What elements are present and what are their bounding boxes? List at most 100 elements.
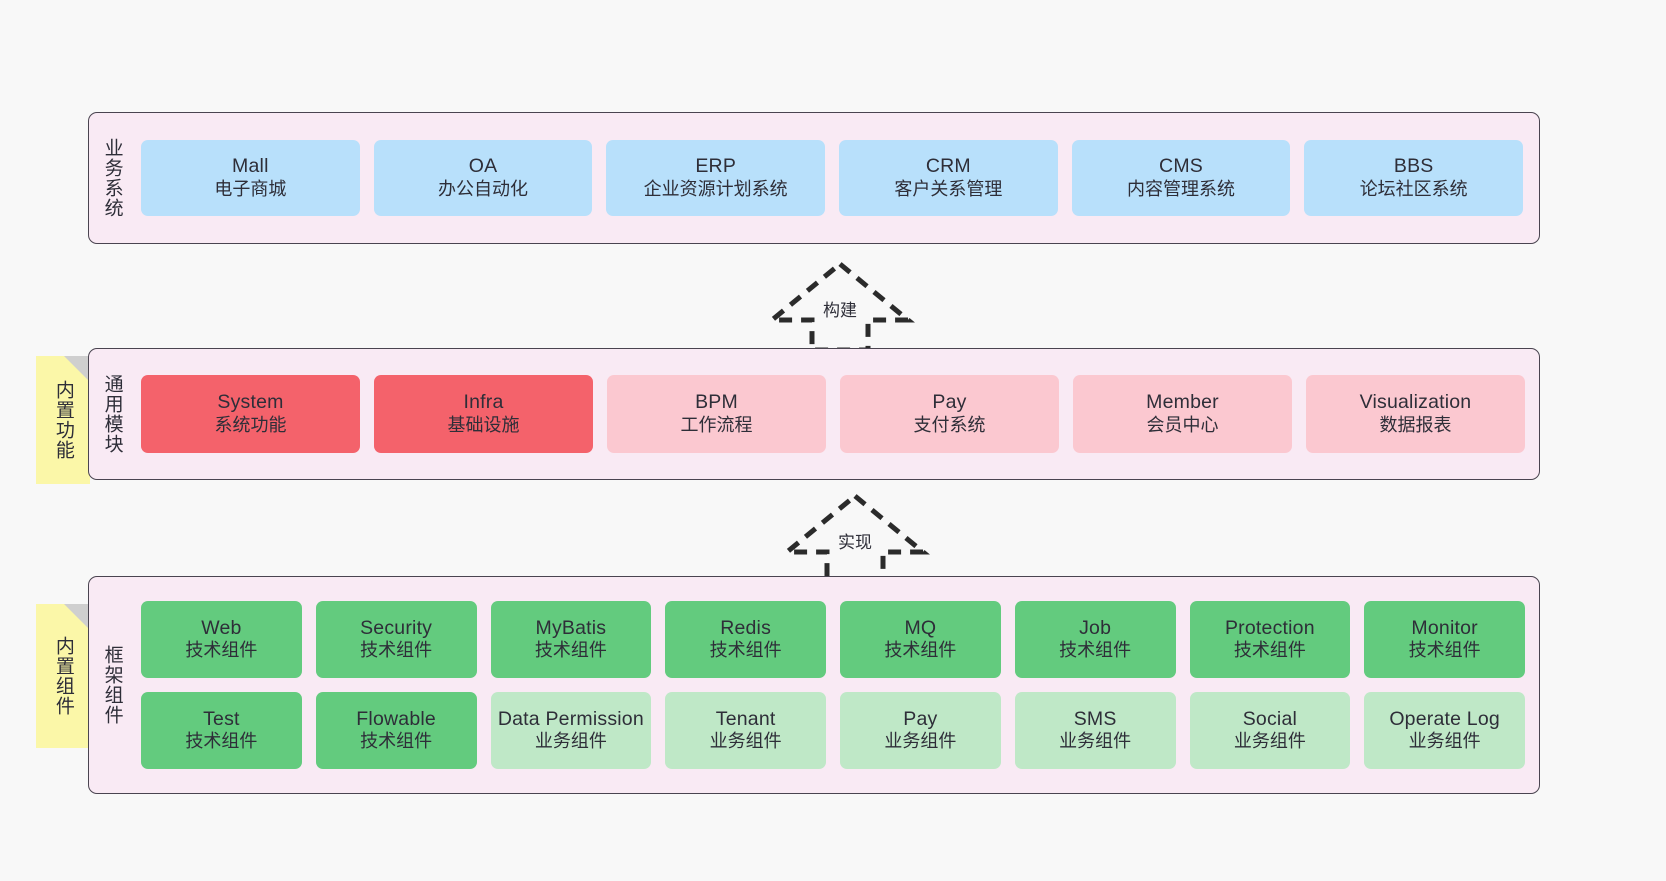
card-crm[interactable]: CRM 客户关系管理 — [839, 140, 1058, 216]
card-title-en: Mall — [232, 155, 269, 178]
card-bbs[interactable]: BBS 论坛社区系统 — [1304, 140, 1524, 216]
card-title-en: Web — [201, 616, 242, 639]
card-mq[interactable]: MQ 技术组件 — [840, 601, 1001, 678]
card-social[interactable]: Social 业务组件 — [1189, 692, 1351, 769]
card-title-cn: 技术组件 — [709, 640, 782, 661]
card-operate-log[interactable]: Operate Log 业务组件 — [1364, 692, 1525, 769]
card-title-en: CMS — [1159, 155, 1203, 178]
card-test[interactable]: Test 技术组件 — [141, 692, 302, 769]
card-title-en: Pay — [932, 391, 967, 414]
card-title-en: System — [217, 391, 284, 414]
card-job[interactable]: Job 技术组件 — [1014, 601, 1176, 678]
card-row: Mall 电子商城 OA 办公自动化 ERP 企业资源计划系统 CRM 客户关系… — [141, 140, 1524, 216]
card-title-cn: 工作流程 — [680, 414, 753, 435]
card-title-en: Member — [1146, 391, 1219, 414]
card-title-en: Social — [1242, 707, 1298, 730]
layer-title-common-module: 通用模块 — [101, 374, 123, 454]
card-title-en: Tenant — [715, 707, 776, 730]
card-title-cn: 会员中心 — [1146, 414, 1219, 435]
card-title-cn: 论坛社区系统 — [1359, 178, 1468, 199]
card-flowable[interactable]: Flowable 技术组件 — [315, 692, 477, 769]
card-title-en: MQ — [904, 616, 937, 639]
card-cms[interactable]: CMS 内容管理系统 — [1071, 140, 1291, 216]
card-erp[interactable]: ERP 企业资源计划系统 — [606, 140, 826, 216]
card-row: Web 技术组件 Security 技术组件 MyBatis 技术组件 Redi… — [141, 601, 1525, 678]
layer-body-business-system: Mall 电子商城 OA 办公自动化 ERP 企业资源计划系统 CRM 客户关系… — [135, 113, 1539, 243]
connector-build-arrow: 构建 — [760, 258, 920, 352]
card-title-en: Test — [203, 707, 240, 730]
card-row: System 系统功能 Infra 基础设施 BPM 工作流程 Pay 支付系统… — [141, 375, 1525, 453]
card-pay-module[interactable]: Pay 支付系统 — [840, 375, 1059, 453]
layer-title-framework-component: 框架组件 — [101, 645, 123, 725]
card-title-cn: 技术组件 — [360, 731, 433, 752]
card-title-en: ERP — [695, 155, 737, 178]
note-label: 内置功能 — [52, 380, 74, 460]
card-title-cn: 办公自动化 — [438, 178, 528, 199]
card-member[interactable]: Member 会员中心 — [1073, 375, 1292, 453]
card-title-cn: 技术组件 — [1233, 640, 1306, 661]
card-title-en: MyBatis — [535, 616, 607, 639]
card-title-en: OA — [468, 155, 498, 178]
card-title-cn: 业务组件 — [534, 731, 607, 752]
card-title-cn: 数据报表 — [1379, 414, 1452, 435]
card-title-cn: 系统功能 — [214, 414, 287, 435]
card-title-en: BPM — [695, 391, 738, 414]
card-bpm[interactable]: BPM 工作流程 — [607, 375, 826, 453]
card-title-en: Infra — [463, 391, 504, 414]
card-title-en: Protection — [1224, 616, 1315, 639]
card-security[interactable]: Security 技术组件 — [315, 601, 477, 678]
layer-framework-component: 框架组件 Web 技术组件 Security 技术组件 MyBatis 技术组件… — [88, 576, 1540, 794]
card-title-en: Job — [1079, 616, 1112, 639]
card-mall[interactable]: Mall 电子商城 — [141, 140, 360, 216]
card-monitor[interactable]: Monitor 技术组件 — [1364, 601, 1525, 678]
card-title-en: Operate Log — [1389, 707, 1500, 730]
card-title-en: Pay — [903, 707, 938, 730]
card-row: Test 技术组件 Flowable 技术组件 Data Permission … — [141, 692, 1525, 769]
card-title-en: CRM — [925, 155, 971, 178]
card-title-cn: 企业资源计划系统 — [643, 178, 788, 199]
card-title-cn: 技术组件 — [1408, 640, 1481, 661]
connector-implement-arrow: 实现 — [775, 490, 935, 584]
card-title-cn: 技术组件 — [360, 640, 433, 661]
card-title-cn: 技术组件 — [884, 640, 957, 661]
card-title-cn: 业务组件 — [709, 731, 782, 752]
card-title-en: SMS — [1073, 707, 1117, 730]
note-fold-corner-icon — [64, 356, 90, 382]
card-title-cn: 技术组件 — [1059, 640, 1132, 661]
card-title-cn: 业务组件 — [1059, 731, 1132, 752]
card-title-en: Visualization — [1359, 391, 1472, 414]
card-title-cn: 基础设施 — [447, 414, 520, 435]
layer-body-framework-component: Web 技术组件 Security 技术组件 MyBatis 技术组件 Redi… — [135, 577, 1539, 793]
note-builtin-component: 内置组件 — [36, 604, 90, 748]
card-title-cn: 支付系统 — [913, 414, 986, 435]
layer-title-business-system: 业务系统 — [101, 138, 123, 218]
layer-body-common-module: System 系统功能 Infra 基础设施 BPM 工作流程 Pay 支付系统… — [135, 349, 1539, 479]
card-data-permission[interactable]: Data Permission 业务组件 — [490, 692, 652, 769]
card-redis[interactable]: Redis 技术组件 — [665, 601, 826, 678]
card-title-cn: 电子商城 — [214, 178, 287, 199]
card-protection[interactable]: Protection 技术组件 — [1189, 601, 1351, 678]
note-fold-corner-icon — [64, 604, 90, 630]
layer-business-system: 业务系统 Mall 电子商城 OA 办公自动化 ERP 企业资源计划系统 CRM… — [88, 112, 1540, 244]
note-label: 内置组件 — [52, 636, 74, 716]
card-system[interactable]: System 系统功能 — [141, 375, 360, 453]
card-oa[interactable]: OA 办公自动化 — [373, 140, 593, 216]
card-tenant[interactable]: Tenant 业务组件 — [665, 692, 826, 769]
card-title-en: Flowable — [356, 707, 436, 730]
card-title-cn: 技术组件 — [534, 640, 607, 661]
card-title-en: Security — [360, 616, 433, 639]
card-pay-component[interactable]: Pay 业务组件 — [840, 692, 1001, 769]
card-mybatis[interactable]: MyBatis 技术组件 — [490, 601, 652, 678]
card-title-en: BBS — [1393, 155, 1434, 178]
card-title-cn: 内容管理系统 — [1127, 178, 1236, 199]
card-title-cn: 技术组件 — [185, 640, 258, 661]
card-title-en: Redis — [720, 616, 772, 639]
card-visualization[interactable]: Visualization 数据报表 — [1306, 375, 1525, 453]
card-infra[interactable]: Infra 基础设施 — [374, 375, 593, 453]
card-title-en: Monitor — [1411, 616, 1478, 639]
card-web[interactable]: Web 技术组件 — [141, 601, 302, 678]
card-title-en: Data Permission — [497, 707, 644, 730]
card-sms[interactable]: SMS 业务组件 — [1014, 692, 1176, 769]
card-title-cn: 业务组件 — [1408, 731, 1481, 752]
